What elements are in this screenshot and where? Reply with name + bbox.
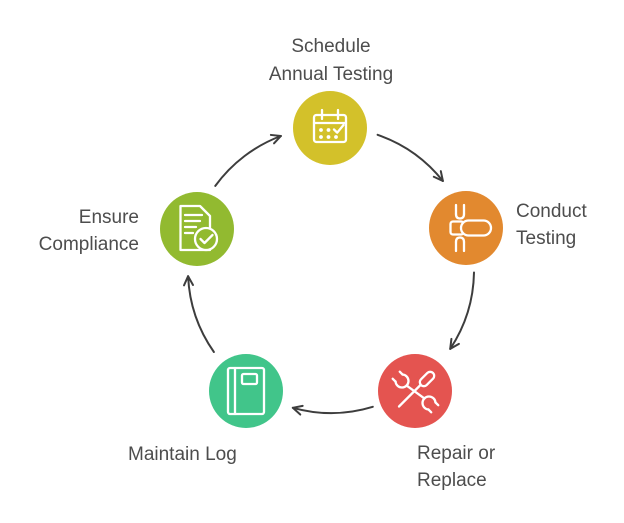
step-node-ensure-compliance — [160, 192, 234, 266]
cycle-arrows — [183, 133, 475, 416]
label-line: Replace — [417, 470, 487, 491]
label-line: Repair or — [417, 443, 496, 464]
notebook-icon — [226, 366, 266, 416]
label-line: Maintain Log — [128, 444, 237, 465]
arrow-ensure-to-schedule — [214, 133, 282, 187]
arrow-repair-to-maintain — [291, 404, 374, 416]
label-line: Compliance — [38, 234, 139, 255]
step-circle-ensure — [160, 192, 234, 266]
step-node-repair-or-replace — [378, 354, 452, 428]
label-line: Annual Testing — [268, 64, 394, 85]
pipe-tester-icon — [449, 203, 493, 253]
step-node-schedule-annual-testing — [293, 91, 367, 165]
arrow-maintain-to-ensure — [183, 275, 215, 353]
step-label-conduct-testing: Conduct Testing — [516, 198, 587, 252]
step-node-maintain-log — [209, 354, 283, 428]
document-check-icon — [179, 204, 219, 252]
step-label-repair-or-replace: Repair or Replace — [417, 440, 495, 494]
step-label-maintain-log: Maintain Log — [128, 441, 237, 468]
arrow-schedule-to-conduct — [376, 133, 444, 182]
step-circle-schedule — [293, 91, 367, 165]
label-line: Conduct — [516, 201, 587, 222]
label-line: Testing — [516, 228, 577, 249]
calendar-check-icon — [312, 108, 348, 144]
label-line: Ensure — [78, 207, 139, 228]
crossed-tools-icon — [391, 370, 440, 414]
step-circle-maintain — [209, 354, 283, 428]
step-label-schedule-annual-testing: Schedule Annual Testing — [231, 33, 431, 89]
step-node-conduct-testing — [429, 191, 503, 265]
arrow-conduct-to-repair — [449, 271, 475, 350]
label-line: Schedule — [291, 36, 371, 57]
step-label-ensure-compliance: Ensure Compliance — [39, 204, 139, 258]
